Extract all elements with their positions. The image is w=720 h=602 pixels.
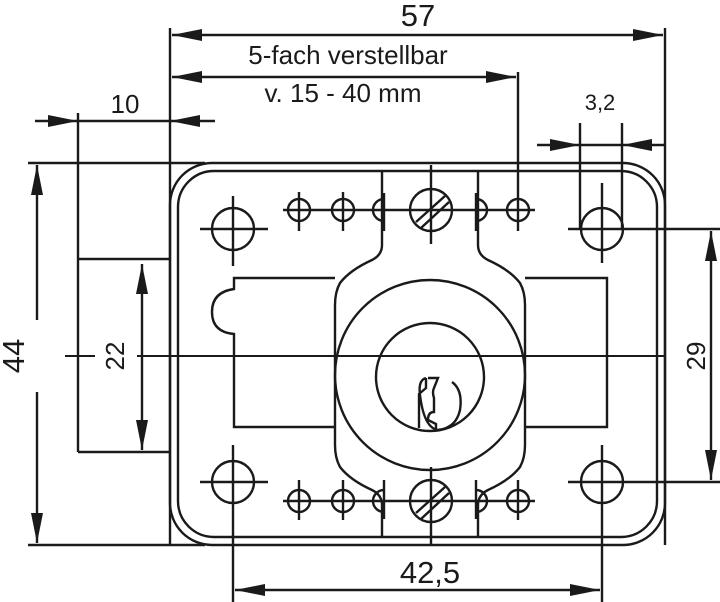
cylinder-inner-circle — [374, 321, 486, 433]
dimension-42-5: 42,5 — [235, 555, 600, 596]
dimension-57: 57 — [172, 0, 663, 41]
dimension-10: 10 — [35, 89, 215, 127]
dim-label-adjustable-line2: v. 15 - 40 mm — [264, 78, 421, 108]
adjustment-holes-bottom — [283, 467, 535, 545]
cylinder-outer-circle — [333, 278, 527, 472]
dimension-44: 44 — [0, 165, 43, 543]
dimension-3-2: 3,2 — [537, 90, 665, 151]
hole-bottom-left — [200, 445, 268, 602]
hole-top-left — [200, 196, 268, 266]
dim-label-adjustable-line1: 5-fach verstellbar — [248, 40, 448, 70]
bolt-housing-left — [210, 276, 335, 429]
mounting-holes — [200, 72, 720, 602]
dim-label-44: 44 — [0, 339, 31, 373]
extension-lines — [28, 28, 667, 547]
lock-cylinder — [333, 278, 527, 472]
dimension-adjustable: 5-fach verstellbar v. 15 - 40 mm — [172, 40, 516, 108]
lock-bolt — [76, 113, 170, 454]
hole-bottom-right — [568, 445, 720, 602]
dimension-22: 22 — [100, 264, 148, 450]
dim-label-22: 22 — [100, 342, 130, 371]
dim-label-42-5: 42,5 — [400, 555, 460, 590]
dim-label-10: 10 — [111, 89, 140, 119]
dimension-29: 29 — [681, 231, 717, 480]
dim-label-3-2: 3,2 — [585, 90, 616, 115]
keyway-icon — [417, 376, 462, 432]
bolt-housing-right — [525, 276, 609, 429]
hole-top-right — [568, 183, 720, 263]
dim-label-29: 29 — [681, 342, 711, 371]
bolt-housing — [210, 276, 609, 429]
adjustment-holes-top — [283, 72, 535, 244]
dim-label-57: 57 — [401, 0, 435, 33]
plate-inner-outline — [176, 169, 659, 539]
